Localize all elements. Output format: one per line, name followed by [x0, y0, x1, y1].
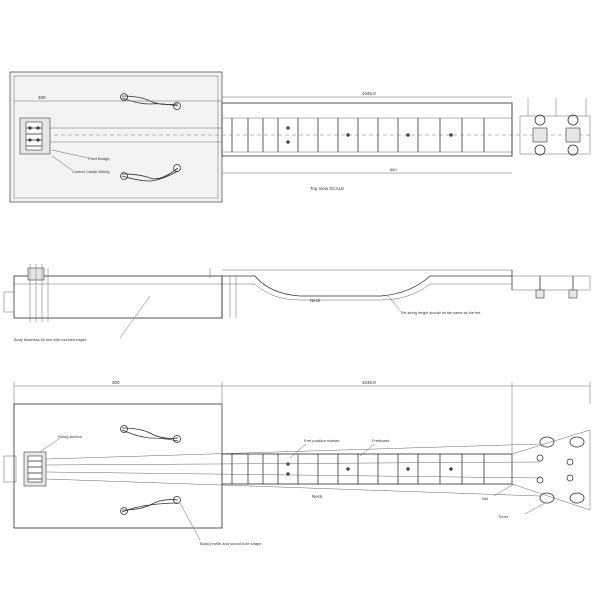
front-neck — [221, 453, 513, 485]
top-dim-neck: 1046.0 — [362, 91, 376, 96]
top-dim-body: 300 — [38, 95, 46, 100]
front-sound-hole-upper — [121, 427, 179, 439]
front-tuners — [536, 436, 585, 504]
top-dim-scale: 880 — [390, 167, 397, 172]
side-label-string-note: The string height should be the same as … — [400, 311, 481, 315]
front-view: 300 1046.0 — [3, 380, 591, 546]
front-label-nut: Nut — [482, 496, 489, 501]
top-view: 300 1046.0 880 Pivot Bridge Control Cavi… — [9, 71, 591, 203]
top-headstock — [511, 98, 591, 156]
side-label-body-note: Body thickness 50 mm with rounded edges — [14, 338, 86, 342]
top-neck-outline — [221, 102, 513, 157]
front-label-bridge: String Anchor — [58, 434, 83, 439]
top-label-bridge: Pivot Bridge — [88, 156, 110, 161]
front-headstock — [511, 429, 591, 511]
front-label-fret-marker: Fret position marker — [304, 438, 340, 443]
front-frets — [231, 454, 485, 484]
side-body — [13, 275, 223, 319]
front-label-fretboard: Fretboard — [372, 438, 389, 443]
top-caption: Top View SCALE — [310, 186, 344, 191]
front-label-tuner: Tuner — [498, 514, 509, 519]
side-neck-profile — [222, 275, 512, 297]
front-label-body: Body profile and sound hole shape — [200, 541, 262, 546]
front-dim-neck: 1046.0 — [362, 380, 376, 385]
side-label-neck: Neck — [310, 298, 321, 303]
side-headstock — [511, 275, 591, 291]
front-label-neck: Neck — [312, 494, 323, 499]
side-view: Neck The string height should be the sam… — [3, 264, 591, 342]
top-label-cavity: Control Cavity Wiring — [72, 169, 110, 174]
top-sound-hole-lower — [121, 167, 179, 180]
top-body-inner — [13, 75, 219, 199]
front-dim-body: 300 — [112, 380, 120, 385]
